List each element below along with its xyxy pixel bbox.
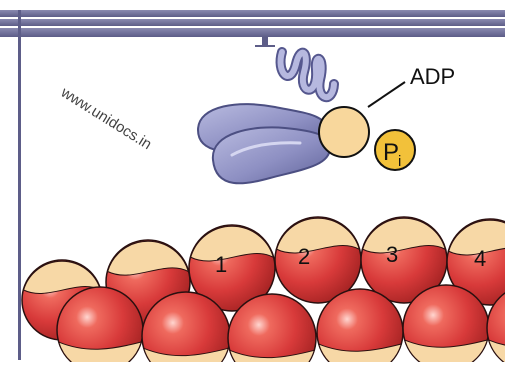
- adp-leader-line: [368, 82, 405, 107]
- actin-monomer-lower: [57, 287, 143, 373]
- actin-filament: [22, 217, 505, 382]
- pi-label: P: [383, 139, 399, 166]
- actin-number-4: 4: [474, 246, 486, 271]
- actin-number-2: 2: [298, 244, 310, 269]
- actin-monomer-lower: [403, 285, 489, 371]
- actin-monomer-lower: [142, 292, 230, 380]
- actin-monomer-lower: [228, 294, 316, 382]
- actin-number-1: 1: [215, 252, 227, 277]
- myosin-neck-coil: [281, 52, 334, 97]
- adp-ball: [319, 107, 369, 157]
- adp-label: ADP: [410, 64, 455, 89]
- actin-number-3: 3: [386, 242, 398, 267]
- actin-monomer-lower: [317, 289, 403, 375]
- myosin-head: [198, 104, 330, 183]
- watermark-text: www.unidocs.in: [57, 83, 155, 153]
- phosphate-ball: P i: [375, 130, 415, 170]
- pi-subscript: i: [398, 153, 401, 170]
